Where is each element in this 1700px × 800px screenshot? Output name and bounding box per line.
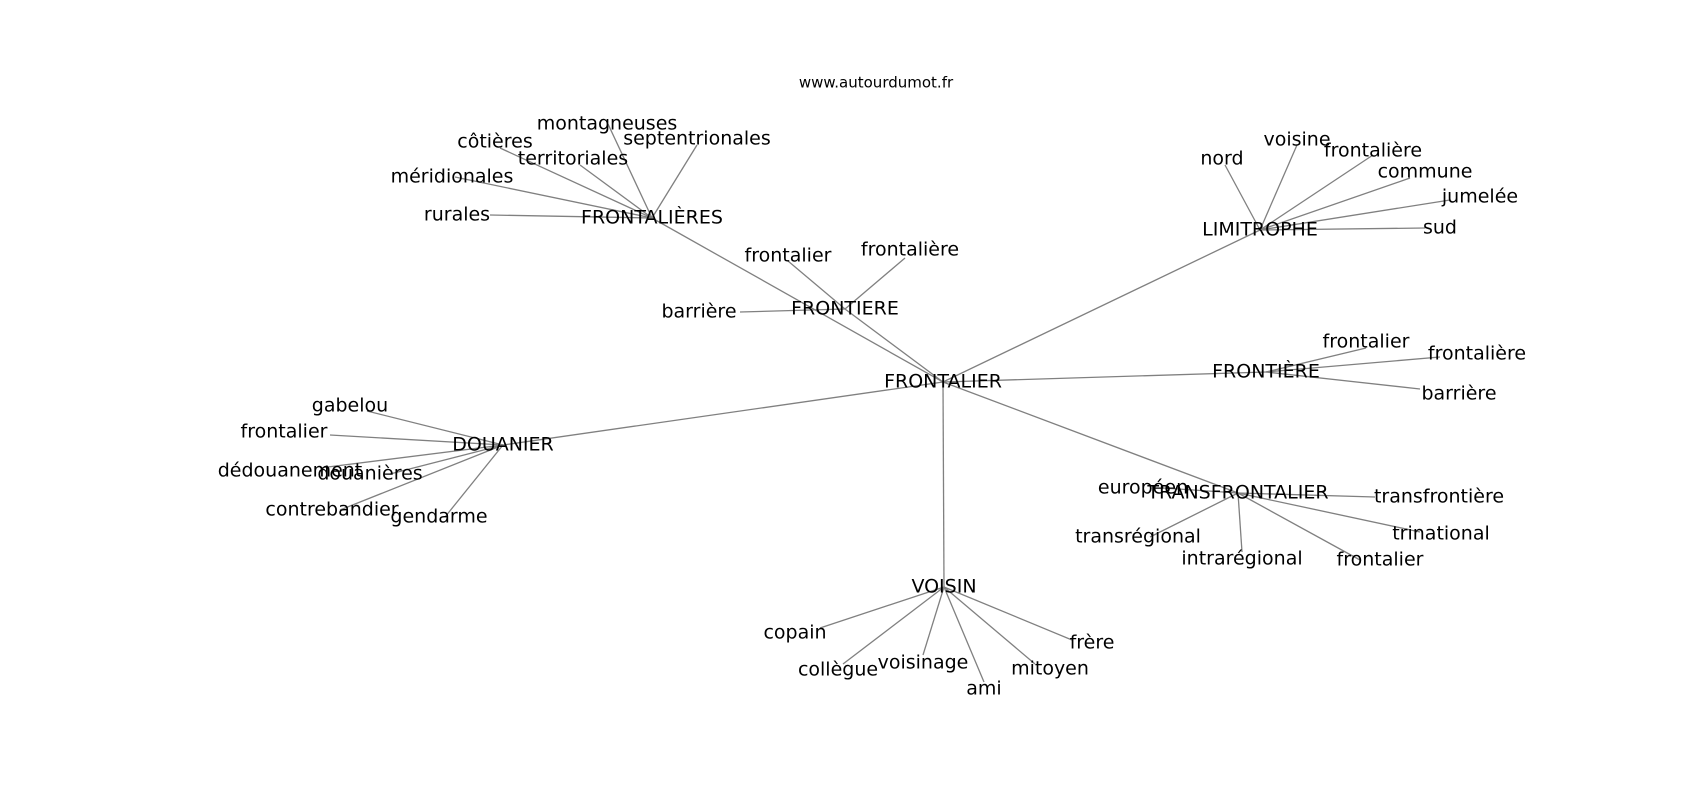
leaf-word[interactable]: jumelée bbox=[1441, 186, 1518, 208]
leaf-word[interactable]: sud bbox=[1423, 217, 1457, 239]
leaf-word[interactable]: voisine bbox=[1263, 129, 1330, 151]
leaf-word[interactable]: trinational bbox=[1392, 523, 1490, 545]
edge-center-frontiere-2 bbox=[942, 371, 1267, 383]
edge-voisin-leaf bbox=[943, 586, 1036, 665]
leaf-word[interactable]: copain bbox=[763, 622, 826, 644]
edge-frontiere-1-leaf bbox=[787, 260, 846, 310]
leaf-word[interactable]: ami bbox=[966, 678, 1001, 700]
center-word[interactable]: FRONTALIER bbox=[884, 371, 1002, 393]
edge-transfrontalier-leaf bbox=[1237, 492, 1243, 553]
leaf-word[interactable]: gendarme bbox=[390, 506, 487, 528]
edge-center-frontalieres bbox=[651, 217, 944, 383]
leaf-word[interactable]: douanières bbox=[317, 463, 422, 485]
edge-frontalieres-leaf bbox=[489, 214, 653, 219]
edge-frontiere-1-leaf bbox=[739, 308, 846, 313]
leaf-word[interactable]: frontalière bbox=[861, 239, 959, 261]
edge-voisin-leaf bbox=[943, 586, 1073, 641]
leaf-word[interactable]: contrebandier bbox=[265, 499, 398, 521]
edge-limitrophe-leaf bbox=[1259, 154, 1374, 231]
leaf-word[interactable]: frontalier bbox=[241, 421, 328, 443]
edge-limitrophe-leaf bbox=[1259, 177, 1411, 231]
hub-word-frontiere-1[interactable]: FRONTIERE bbox=[791, 298, 899, 320]
edge-frontalieres-leaf bbox=[454, 176, 653, 219]
edge-frontalieres-leaf bbox=[579, 164, 653, 219]
leaf-word[interactable]: montagneuses bbox=[537, 113, 678, 135]
edge-voisin-leaf bbox=[842, 586, 945, 665]
hub-word-frontalieres[interactable]: FRONTALIÈRES bbox=[581, 206, 723, 229]
leaf-word[interactable]: européen bbox=[1098, 477, 1188, 499]
edge-douanier-leaf bbox=[339, 444, 504, 511]
edge-center-frontiere-1 bbox=[844, 308, 944, 383]
leaf-word[interactable]: collègue bbox=[798, 659, 878, 681]
leaf-word[interactable]: dédouanement bbox=[218, 460, 363, 482]
edge-douanier-leaf bbox=[444, 444, 504, 518]
edge-transfrontalier-leaf bbox=[1237, 492, 1376, 498]
edge-transfrontalier-leaf bbox=[1162, 487, 1239, 494]
leaf-word[interactable]: nord bbox=[1200, 148, 1243, 170]
hub-word-frontiere-2[interactable]: FRONTIÈRE bbox=[1212, 360, 1320, 383]
hub-word-limitrophe[interactable]: LIMITROPHE bbox=[1202, 219, 1318, 241]
leaf-word[interactable]: mitoyen bbox=[1011, 658, 1089, 680]
leaf-word[interactable]: côtières bbox=[457, 131, 532, 153]
leaf-word[interactable]: intrarégional bbox=[1181, 548, 1302, 570]
edge-frontalieres-leaf bbox=[607, 123, 653, 219]
edge-center-voisin bbox=[942, 381, 945, 588]
leaf-word[interactable]: voisinage bbox=[878, 652, 969, 674]
leaf-word[interactable]: gabelou bbox=[312, 395, 388, 417]
leaf-word[interactable]: transfrontière bbox=[1374, 486, 1504, 508]
hub-word-transfrontalier[interactable]: TRANSFRONTALIER bbox=[1146, 482, 1328, 504]
graph-edges bbox=[319, 123, 1451, 683]
edge-douanier-leaf bbox=[366, 410, 504, 446]
edge-frontalieres-leaf bbox=[651, 144, 698, 219]
hub-word-douanier[interactable]: DOUANIER bbox=[452, 434, 554, 456]
site-watermark[interactable]: www.autourdumot.fr bbox=[799, 74, 954, 92]
leaf-word[interactable]: barrière bbox=[661, 301, 736, 323]
leaf-word[interactable]: frontalier bbox=[745, 245, 832, 267]
leaf-word[interactable]: méridionales bbox=[391, 166, 514, 188]
edge-frontiere-2-leaf bbox=[1265, 371, 1421, 390]
edge-frontalieres-leaf bbox=[499, 147, 653, 219]
hub-word-voisin[interactable]: VOISIN bbox=[911, 576, 976, 598]
leaf-word[interactable]: septentrionales bbox=[623, 128, 771, 150]
edge-limitrophe-leaf bbox=[1259, 227, 1426, 231]
edge-center-limitrophe bbox=[942, 229, 1261, 383]
edge-limitrophe-leaf bbox=[1259, 144, 1298, 231]
edge-douanier-leaf bbox=[329, 434, 504, 446]
leaf-word[interactable]: transrégional bbox=[1075, 526, 1201, 548]
edge-douanier-leaf bbox=[319, 444, 504, 469]
leaf-word[interactable]: frère bbox=[1070, 632, 1115, 654]
edge-frontiere-2-leaf bbox=[1265, 347, 1367, 373]
leaf-word[interactable]: frontalier bbox=[1323, 331, 1410, 353]
edge-frontiere-2-leaf bbox=[1265, 356, 1441, 373]
leaf-word[interactable]: frontalière bbox=[1428, 343, 1526, 365]
leaf-word[interactable]: frontalier bbox=[1337, 549, 1424, 571]
edge-voisin-leaf bbox=[922, 586, 945, 656]
edge-douanier-leaf bbox=[389, 444, 504, 475]
edge-transfrontalier-leaf bbox=[1149, 492, 1239, 538]
edge-voisin-leaf bbox=[943, 586, 985, 683]
edge-frontiere-1-leaf bbox=[844, 257, 906, 310]
leaf-word[interactable]: territoriales bbox=[518, 148, 628, 170]
leaf-word[interactable]: rurales bbox=[424, 204, 490, 226]
edge-limitrophe-leaf bbox=[1259, 199, 1451, 231]
edge-center-transfrontalier bbox=[942, 381, 1239, 494]
edge-transfrontalier-leaf bbox=[1237, 492, 1421, 533]
edge-center-douanier bbox=[502, 381, 944, 446]
leaf-word[interactable]: frontalière bbox=[1324, 140, 1422, 162]
edge-voisin-leaf bbox=[819, 586, 945, 629]
edge-transfrontalier-leaf bbox=[1237, 492, 1361, 561]
edge-limitrophe-leaf bbox=[1224, 164, 1261, 231]
leaf-word[interactable]: barrière bbox=[1421, 383, 1496, 405]
leaf-word[interactable]: commune bbox=[1378, 161, 1473, 183]
